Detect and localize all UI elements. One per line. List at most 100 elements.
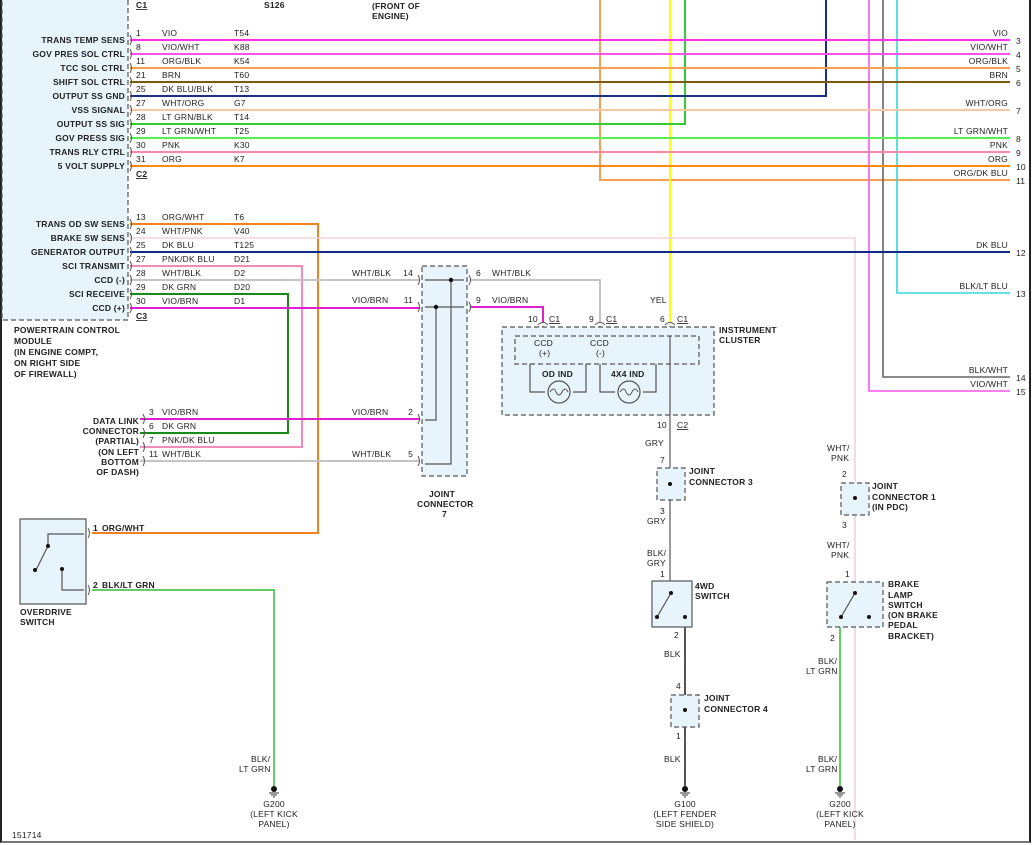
pcm-pin-circuit: T13 bbox=[234, 84, 249, 94]
od-switch-name: OVERDRIVE bbox=[20, 607, 72, 617]
connector-terminal-icon bbox=[129, 132, 132, 144]
ccd-minus-label: CCD bbox=[590, 338, 609, 348]
pcm-box bbox=[1, 0, 129, 321]
wht-pnk-label: WHT/ bbox=[827, 540, 850, 550]
connector-terminal-icon bbox=[129, 302, 132, 314]
connector-terminal-icon bbox=[142, 441, 145, 453]
jc7-pin-color: WHT/BLK bbox=[492, 268, 531, 278]
dlc-pin-number: 7 bbox=[149, 435, 154, 445]
connector-terminal-icon bbox=[129, 260, 132, 272]
jc7-pin-number: 11 bbox=[404, 295, 413, 305]
ground-icon bbox=[682, 786, 688, 792]
right-edge-number: 11 bbox=[1016, 176, 1025, 186]
pcm-pin-function: SCI TRANSMIT bbox=[62, 261, 125, 271]
pcm-pin-function: GENERATOR OUTPUT bbox=[31, 247, 126, 257]
od-pin-1: 1 bbox=[93, 523, 98, 533]
connector-terminal-icon bbox=[129, 160, 132, 172]
pcm-pin-function: 5 VOLT SUPPLY bbox=[58, 161, 125, 171]
od-ground: BLK/ LT GRN G200 (LEFT KICK PANEL) bbox=[239, 754, 298, 829]
pcm-name-line: POWERTRAIN CONTROL bbox=[14, 325, 120, 335]
pcm-pin-number: 28 bbox=[136, 268, 146, 278]
pcm-pin-number: 29 bbox=[136, 126, 146, 136]
connector-terminal-icon bbox=[129, 90, 132, 102]
pcm-pin-circuit: K7 bbox=[234, 154, 245, 164]
4wd-switch-box bbox=[651, 580, 693, 628]
g200-name: (LEFT KICK bbox=[816, 809, 864, 819]
pcm-pin-color: PNK/DK BLU bbox=[162, 254, 215, 264]
jc1-pin-out: 3 bbox=[842, 520, 847, 530]
dlc-name: DATA LINK bbox=[93, 416, 140, 426]
pcm-name-line: MODULE bbox=[14, 336, 52, 346]
connector-terminal-icon bbox=[129, 62, 132, 74]
jc3-pin-out: 3 bbox=[660, 506, 665, 516]
brake-switch-name: BRACKET) bbox=[888, 631, 934, 641]
jc7-pin-number: 9 bbox=[476, 295, 481, 305]
right-edge-label: ORG bbox=[988, 154, 1008, 164]
connector-terminal-icon bbox=[417, 274, 420, 286]
pcm-pin-number: 11 bbox=[136, 56, 145, 66]
pcm-pin-circuit: D2 bbox=[234, 268, 245, 278]
jc7-name: 7 bbox=[442, 509, 447, 519]
ccd-minus-label: (-) bbox=[596, 348, 605, 358]
pcm-pin-number: 29 bbox=[136, 282, 146, 292]
g200-name: G200 bbox=[829, 799, 851, 809]
wht-pnk-label: PNK bbox=[831, 453, 849, 463]
pcm-pin-circuit: T125 bbox=[234, 240, 254, 250]
connector-terminal-icon bbox=[129, 274, 132, 286]
wire-dk-blu-blk bbox=[130, 0, 827, 97]
blk-lt-grn-label: LT GRN bbox=[806, 666, 838, 676]
pcm-pin-color: WHT/BLK bbox=[162, 268, 201, 278]
connector-terminal-icon bbox=[129, 218, 132, 230]
wht-pnk-label: WHT/ bbox=[827, 443, 850, 453]
pcm-pin-function: CCD (-) bbox=[94, 275, 125, 285]
pcm-pin-function: OUTPUT SS GND bbox=[53, 91, 126, 101]
pcm-pin-circuit: T25 bbox=[234, 126, 249, 136]
jc7-pin-color: WHT/BLK bbox=[352, 268, 391, 278]
jc3-name: JOINT bbox=[689, 466, 716, 476]
blk-label: BLK bbox=[664, 649, 681, 659]
g200-name: PANEL) bbox=[258, 819, 289, 829]
ic-terminal-icon bbox=[537, 322, 549, 326]
pcm-pin-function: TRANS RLY CTRL bbox=[49, 147, 125, 157]
pcm-pin-function: GOV PRES SOL CTRL bbox=[32, 49, 125, 59]
right-edge-number: 9 bbox=[1016, 148, 1021, 158]
pcm-pin-color: ORG/BLK bbox=[162, 56, 201, 66]
dlc-pin-color: WHT/BLK bbox=[162, 449, 201, 459]
pcm-pin-circuit: D20 bbox=[234, 282, 250, 292]
right-edge-number: 12 bbox=[1016, 248, 1026, 258]
od-ind-label: OD IND bbox=[542, 369, 573, 379]
right-edge-label: VIO/WHT bbox=[970, 379, 1008, 389]
wht-pnk-label: PNK bbox=[831, 550, 849, 560]
jc1-name: JOINT bbox=[872, 481, 899, 491]
overdrive-switch: OVERDRIVE SWITCH 1 ORG/WHT 2 BLK/LT GRN bbox=[19, 518, 155, 627]
pcm-pin-circuit: K30 bbox=[234, 140, 250, 150]
connector-terminal-icon bbox=[142, 455, 145, 467]
connector-terminal-icon bbox=[129, 76, 132, 88]
pcm-pin-number: 21 bbox=[136, 70, 146, 80]
pcm-pin-function: SHIFT SOL CTRL bbox=[53, 77, 125, 87]
pcm-pin-function: GOV PRESS SIG bbox=[55, 133, 125, 143]
pcm-pin-color: VIO/BRN bbox=[162, 296, 198, 306]
ground-icon bbox=[271, 786, 277, 792]
jc4-pin-in: 4 bbox=[676, 681, 681, 691]
pcm-pin-color: ORG bbox=[162, 154, 182, 164]
ground-icon bbox=[837, 786, 843, 792]
brake-pin-out: 2 bbox=[830, 633, 835, 643]
4wd-switch-name: SWITCH bbox=[695, 591, 730, 601]
pcm-pin-function: TCC SOL CTRL bbox=[60, 63, 125, 73]
jc1-pin-in: 2 bbox=[842, 469, 847, 479]
pcm-pin-number: 27 bbox=[136, 98, 146, 108]
ic-pin: 10 bbox=[528, 314, 538, 324]
pcm-pin-function: BRAKE SW SENS bbox=[51, 233, 126, 243]
od-pin-2-color: BLK/LT GRN bbox=[102, 580, 155, 590]
jc4-name: CONNECTOR 4 bbox=[704, 704, 768, 714]
fourwd-circuit: GRY 7 3 JOINT CONNECTOR 3 GRY BLK/ GRY 1… bbox=[645, 438, 768, 829]
pcm-pin-color: VIO/WHT bbox=[162, 42, 200, 52]
pcm-pin-color: WHT/ORG bbox=[162, 98, 204, 108]
connector-terminal-icon bbox=[129, 104, 132, 116]
jc7-pin-color: VIO/BRN bbox=[352, 407, 388, 417]
pcm-pin-color: PNK bbox=[162, 140, 180, 150]
jc4-box bbox=[670, 694, 700, 728]
yel-label: YEL bbox=[650, 295, 667, 305]
